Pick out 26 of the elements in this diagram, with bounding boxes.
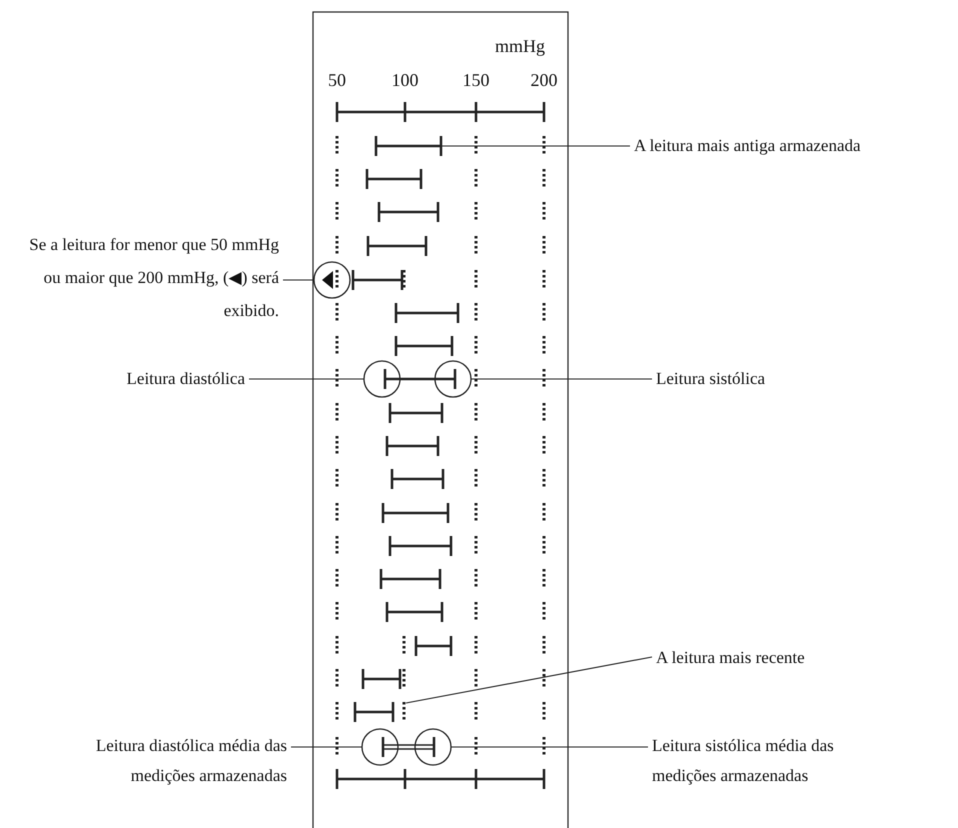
leader-line: [291, 746, 362, 748]
callout-text: A leitura mais antiga armazenada: [634, 131, 954, 161]
leader-line: [451, 746, 648, 748]
tick-label: 150: [462, 69, 490, 92]
tick-label: 50: [328, 69, 346, 92]
reading-bar: [374, 136, 442, 156]
unit-label: mmHg: [494, 35, 545, 58]
leader-line: [471, 378, 652, 380]
leader-line: [283, 279, 314, 281]
tick-label: 100: [392, 69, 418, 92]
tick-label: 200: [530, 69, 558, 92]
callout-text: Se a leitura for menor que 50 mmHg ou maior que 200 mmHg, (◀) será exibido.: [9, 228, 279, 327]
callout-text: Leitura diastólica média das medições armazenadas: [55, 731, 287, 791]
marker-circle: [414, 728, 452, 766]
marker-circle: [434, 360, 472, 398]
callout-text: A leitura mais recente: [656, 643, 806, 673]
marker-circle: [313, 261, 351, 299]
marker-circle: [361, 728, 399, 766]
callout-text: Leitura sistólica média das medições armazenadas: [652, 731, 884, 791]
dotted-tick: [402, 702, 406, 722]
marker-circle: [363, 360, 401, 398]
callout-text: Leitura diastólica: [25, 364, 245, 394]
leader-line: [406, 656, 652, 704]
callout-text: Leitura sistólica: [656, 364, 856, 394]
leader-line: [442, 145, 630, 147]
leader-line: [249, 378, 364, 380]
